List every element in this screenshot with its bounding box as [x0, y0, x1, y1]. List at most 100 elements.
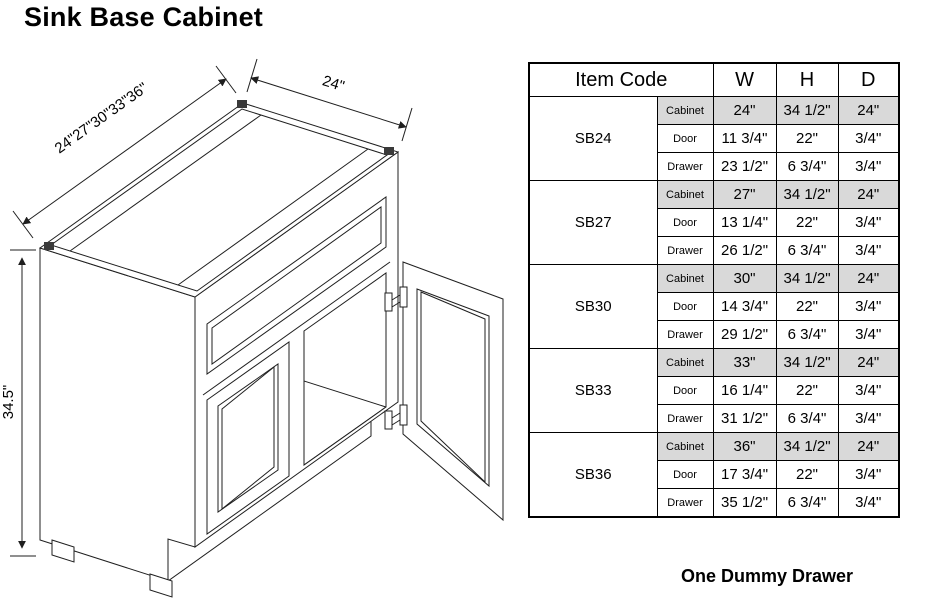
part-cell: Door [656, 292, 714, 321]
value-cell: 14 3/4" [712, 292, 777, 321]
item-code-cell: SB36 [528, 432, 658, 518]
value-cell: 24" [837, 96, 900, 125]
header-h: H [775, 62, 839, 97]
value-cell: 3/4" [837, 208, 900, 237]
width-dimension-label: 24"27"30"33"36" [52, 79, 151, 157]
value-cell: 26 1/2" [712, 236, 777, 265]
table-row: Drawer 31 1/2" 6 3/4" 3/4" [529, 404, 900, 433]
table-row: SB27 Cabinet 27" 34 1/2" 24" [528, 180, 900, 265]
value-cell: 34 1/2" [775, 348, 839, 377]
value-cell: 35 1/2" [712, 488, 777, 518]
part-cell: Drawer [656, 236, 714, 265]
header-item-code: Item Code [528, 62, 714, 97]
value-cell: 34 1/2" [775, 264, 839, 293]
value-cell: 27" [712, 180, 777, 209]
part-cell: Drawer [656, 488, 714, 518]
item-code-cell: SB33 [528, 348, 658, 433]
table-row: Drawer 35 1/2" 6 3/4" 3/4" [529, 488, 900, 518]
value-cell: 6 3/4" [775, 488, 839, 518]
part-cell: Cabinet [656, 348, 714, 377]
value-cell: 22" [775, 460, 839, 489]
table-row: Drawer 29 1/2" 6 3/4" 3/4" [529, 320, 900, 349]
value-cell: 22" [775, 208, 839, 237]
value-cell: 6 3/4" [775, 236, 839, 265]
table-row: Door 14 3/4" 22" 3/4" [529, 292, 900, 321]
height-dimension-label: 34.5" [0, 385, 17, 420]
part-cell: Cabinet [656, 180, 714, 209]
hinge-icon [385, 405, 407, 429]
part-cell: Drawer [656, 152, 714, 181]
hinge-icon [385, 287, 407, 311]
table-row: Drawer 23 1/2" 6 3/4" 3/4" [529, 152, 900, 181]
table-header-row: Item Code W H D [528, 62, 900, 97]
depth-dimension-label: 24" [320, 72, 346, 95]
part-cell: Door [656, 208, 714, 237]
value-cell: 34 1/2" [775, 432, 839, 461]
value-cell: 36" [712, 432, 777, 461]
height-dimension: 34.5" [0, 250, 36, 556]
value-cell: 3/4" [837, 404, 900, 433]
value-cell: 17 3/4" [712, 460, 777, 489]
value-cell: 3/4" [837, 124, 900, 153]
table-row: SB33 Cabinet 33" 34 1/2" 24" [528, 348, 900, 433]
cabinet-isometric-drawing: 24"27"30"33"36" 24" 34.5" [0, 0, 522, 611]
dummy-drawer-front [203, 197, 390, 395]
value-cell: 29 1/2" [712, 320, 777, 349]
value-cell: 3/4" [837, 488, 900, 518]
page-title: Sink Base Cabinet [24, 2, 263, 32]
value-cell: 22" [775, 124, 839, 153]
value-cell: 11 3/4" [712, 124, 777, 153]
value-cell: 6 3/4" [775, 320, 839, 349]
value-cell: 24" [712, 96, 777, 125]
item-code-cell: SB27 [528, 180, 658, 265]
value-cell: 3/4" [837, 460, 900, 489]
part-cell: Cabinet [656, 432, 714, 461]
value-cell: 6 3/4" [775, 404, 839, 433]
cabinet-feet [52, 540, 172, 597]
table-row: Door 17 3/4" 22" 3/4" [529, 460, 900, 489]
corner-bracket-icon [237, 100, 247, 108]
item-code-cell: SB30 [528, 264, 658, 349]
value-cell: 3/4" [837, 292, 900, 321]
value-cell: 3/4" [837, 320, 900, 349]
value-cell: 33" [712, 348, 777, 377]
part-cell: Door [656, 460, 714, 489]
door-opening [184, 273, 386, 465]
depth-dimension: 24" [247, 59, 412, 141]
part-cell: Door [656, 376, 714, 405]
open-right-door [403, 262, 503, 520]
part-cell: Cabinet [656, 96, 714, 125]
part-cell: Drawer [656, 404, 714, 433]
table-row: Door 16 1/4" 22" 3/4" [529, 376, 900, 405]
table-row: SB36 Cabinet 36" 34 1/2" 24" [528, 432, 900, 518]
value-cell: 24" [837, 348, 900, 377]
value-cell: 22" [775, 292, 839, 321]
table-row: Door 13 1/4" 22" 3/4" [529, 208, 900, 237]
value-cell: 34 1/2" [775, 96, 839, 125]
header-w: W [712, 62, 777, 97]
value-cell: 24" [837, 180, 900, 209]
table-row: Door 11 3/4" 22" 3/4" [529, 124, 900, 153]
header-d: D [837, 62, 900, 97]
part-cell: Drawer [656, 320, 714, 349]
value-cell: 6 3/4" [775, 152, 839, 181]
value-cell: 13 1/4" [712, 208, 777, 237]
table-row: SB30 Cabinet 30" 34 1/2" 24" [528, 264, 900, 349]
value-cell: 3/4" [837, 236, 900, 265]
cabinet-left-panel [40, 248, 195, 581]
left-door [207, 342, 289, 534]
value-cell: 22" [775, 376, 839, 405]
part-cell: Door [656, 124, 714, 153]
item-code-cell: SB24 [528, 96, 658, 181]
value-cell: 24" [837, 264, 900, 293]
footnote: One Dummy Drawer [680, 566, 854, 586]
value-cell: 31 1/2" [712, 404, 777, 433]
part-cell: Cabinet [656, 264, 714, 293]
corner-bracket-icon [44, 242, 54, 250]
value-cell: 30" [712, 264, 777, 293]
spec-table: Item Code W H D SB24 Cabinet 24" 34 1/2"… [528, 62, 901, 518]
corner-bracket-icon [384, 147, 394, 155]
value-cell: 3/4" [837, 376, 900, 405]
table-row: SB24 Cabinet 24" 34 1/2" 24" [528, 96, 900, 181]
